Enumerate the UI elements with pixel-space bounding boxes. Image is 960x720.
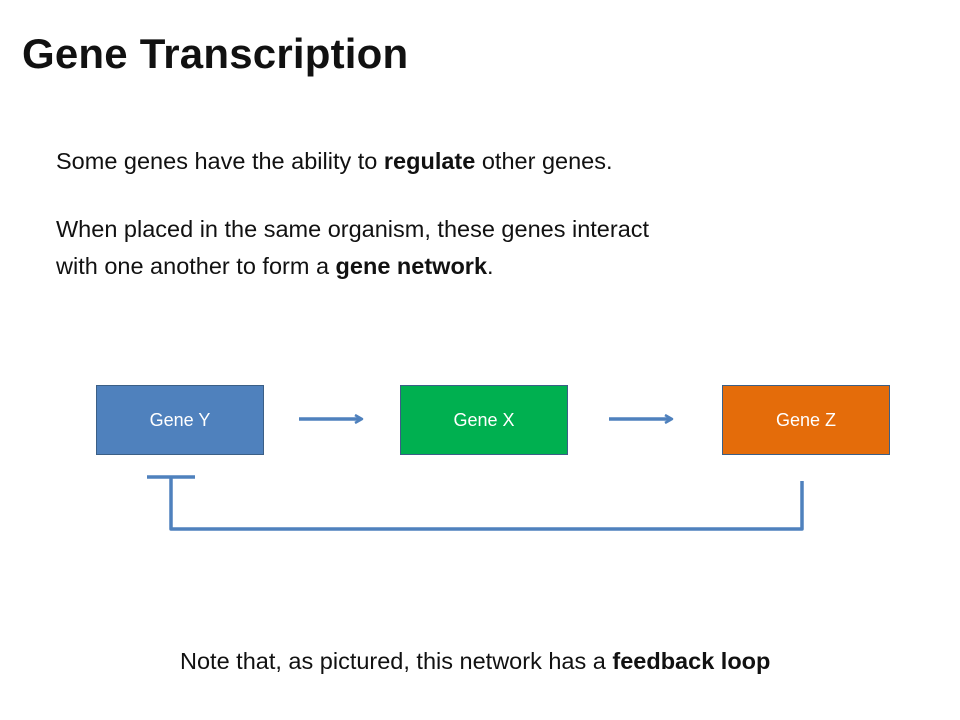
intro-paragraph: Some genes have the ability to regulate … — [56, 148, 613, 174]
regulate-emphasis: regulate — [383, 148, 476, 174]
gene-network-emphasis: gene network — [335, 253, 488, 279]
feedback-loop-line — [169, 477, 804, 531]
gene-y-node: Gene Y — [96, 385, 264, 455]
gene-x-node: Gene X — [400, 385, 568, 455]
feedback-note: Note that, as pictured, this network has… — [180, 648, 771, 674]
slide-title: Gene Transcription — [22, 30, 409, 77]
network-paragraph: When placed in the same organism, these … — [56, 216, 650, 279]
gene-z-node: Gene Z — [722, 385, 890, 455]
feedback-loop-emphasis: feedback loop — [612, 648, 771, 674]
